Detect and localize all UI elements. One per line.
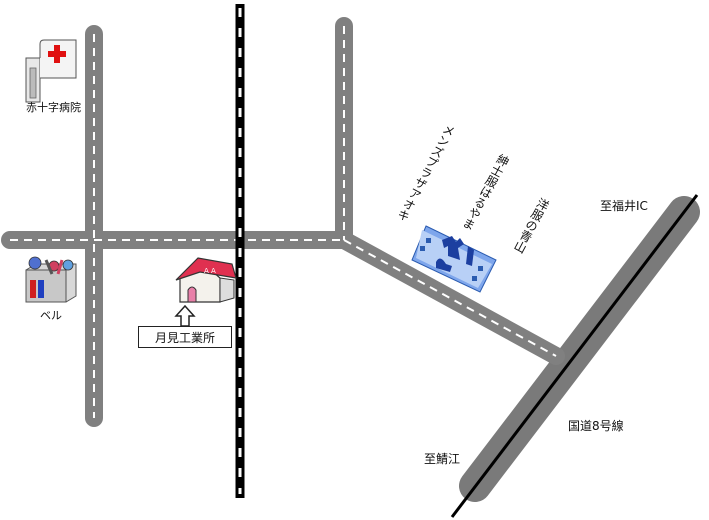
house-icon: A A bbox=[175, 257, 237, 303]
factory-label: 月見工業所 bbox=[138, 326, 232, 348]
up-arrow-icon bbox=[174, 304, 196, 327]
hospital-label: 赤十字病院 bbox=[26, 101, 81, 114]
road-centerlines bbox=[10, 26, 557, 418]
route-8-label: 国道8号線 bbox=[568, 419, 624, 433]
to-fukui-ic-label: 至福井IC bbox=[600, 199, 648, 213]
bell-label: ベル bbox=[40, 309, 62, 322]
clothing-store-icon bbox=[411, 225, 497, 293]
route-8-highway bbox=[450, 194, 700, 518]
svg-text:A A: A A bbox=[204, 267, 216, 275]
hospital-icon bbox=[25, 39, 77, 103]
shopping-mall-icon bbox=[25, 256, 77, 303]
to-sabae-label: 至鯖江 bbox=[424, 452, 461, 466]
